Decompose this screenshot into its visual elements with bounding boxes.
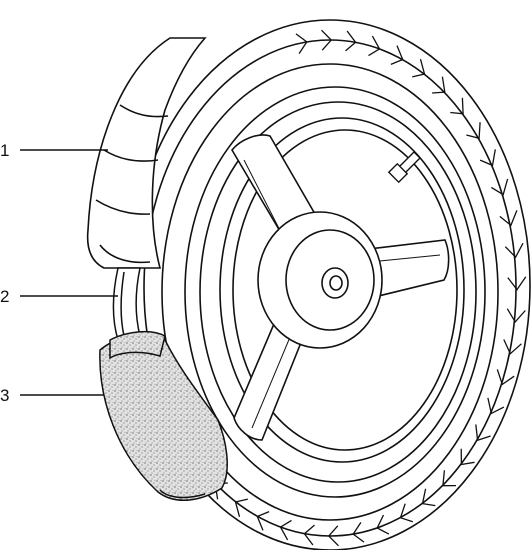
tread-block xyxy=(279,519,292,541)
tread-block xyxy=(466,122,481,140)
tread-block xyxy=(496,369,515,386)
tread-block xyxy=(390,45,404,66)
tread-block xyxy=(376,514,390,535)
rim-strip xyxy=(112,267,141,341)
inner-tube-body xyxy=(99,334,228,502)
rim-flange-inner xyxy=(199,101,477,483)
tread-block xyxy=(368,35,381,57)
tread-block xyxy=(432,76,446,94)
valve-stem xyxy=(387,151,421,184)
tread-block xyxy=(504,242,524,259)
tread-block xyxy=(295,33,308,54)
tread-block xyxy=(256,510,270,531)
tread-block xyxy=(352,522,365,543)
callout-number-1: 1 xyxy=(0,141,9,160)
tread-block xyxy=(460,448,475,466)
tread-block xyxy=(399,503,414,523)
tyre-cutaway xyxy=(86,37,207,269)
tread-block xyxy=(507,276,527,291)
tread-block xyxy=(475,424,491,442)
rim-well-inner xyxy=(232,129,458,451)
tread-block xyxy=(490,178,509,196)
inner-tube xyxy=(99,330,228,502)
tread-block xyxy=(479,149,496,167)
axle-bore xyxy=(329,275,343,291)
tread-block xyxy=(450,97,464,115)
tread-block xyxy=(345,30,357,52)
tread-block xyxy=(442,470,457,487)
callout-number-3: 3 xyxy=(0,386,9,405)
wheel-hub-assembly xyxy=(231,134,450,441)
tread-band-inner xyxy=(161,63,499,521)
tread-block xyxy=(503,339,522,355)
tread-block xyxy=(506,308,526,323)
tread-block xyxy=(412,59,426,78)
tread-block xyxy=(487,397,505,415)
tread-block xyxy=(499,210,518,227)
tread-block xyxy=(303,524,315,546)
tread-block xyxy=(421,488,436,507)
tread-block xyxy=(321,29,333,51)
tread-block xyxy=(327,525,339,547)
tread-block xyxy=(234,498,248,517)
callout-number-2: 2 xyxy=(0,287,9,306)
callouts xyxy=(20,149,118,396)
